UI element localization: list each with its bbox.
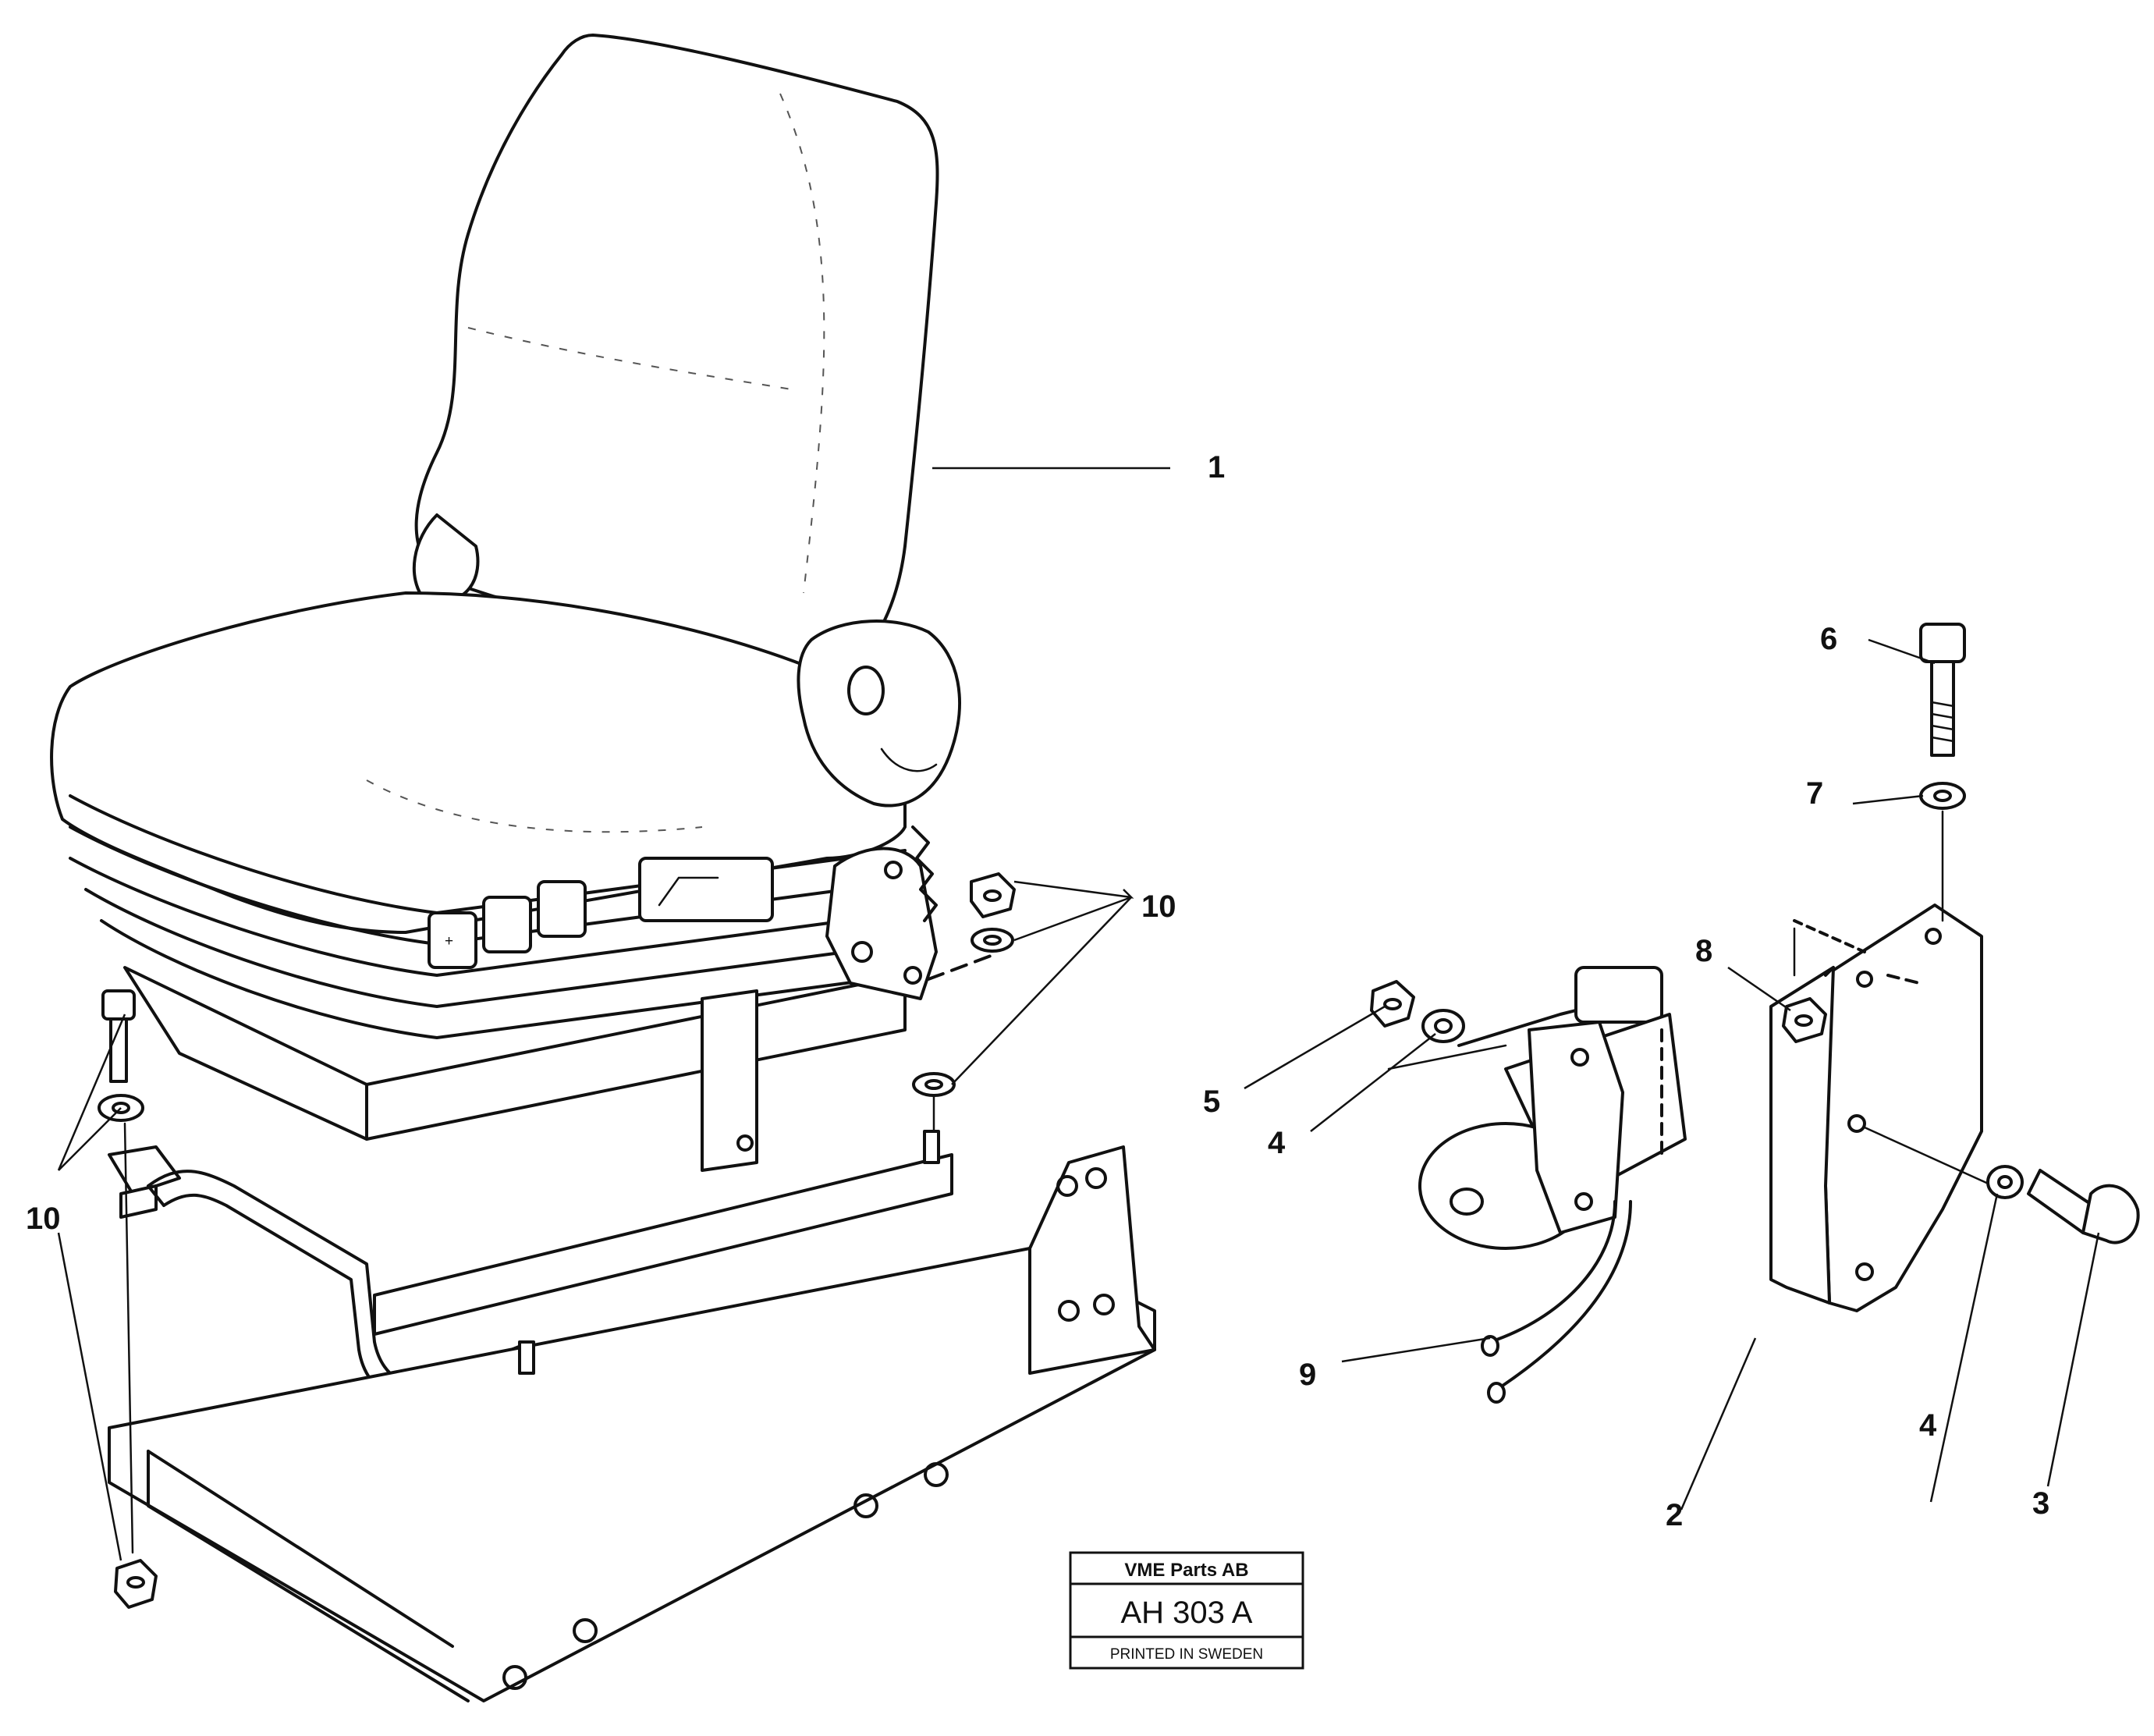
parts-stamp: VME Parts AB AH 303 A PRINTED IN SWEDEN <box>1069 1551 1304 1670</box>
base-frame-illustration <box>108 989 1156 1702</box>
stamp-footer: PRINTED IN SWEDEN <box>1110 1646 1263 1663</box>
callout-5: 5 <box>1203 1085 1220 1119</box>
left-fasteners <box>98 989 158 1609</box>
callout-4-right: 4 <box>1919 1408 1937 1443</box>
seat-illustration: + <box>50 34 992 1219</box>
callout-1: 1 <box>1208 450 1225 485</box>
callout-2: 2 <box>1666 1498 1683 1532</box>
callout-3: 3 <box>2032 1486 2049 1521</box>
callout-9: 9 <box>1299 1358 1316 1392</box>
bracket-fasteners <box>1782 623 2140 1244</box>
callout-10-left: 10 <box>26 1202 61 1236</box>
callout-10-right: 10 <box>1141 889 1176 924</box>
callout-6: 6 <box>1820 622 1837 656</box>
callout-4-left: 4 <box>1268 1126 1286 1160</box>
stamp-code: AH 303 A <box>1120 1596 1252 1630</box>
plus-glyph: + <box>445 933 453 950</box>
callout-labels: 1 2 3 4 4 5 6 7 8 9 10 10 <box>26 450 2049 1532</box>
right-fasteners <box>912 872 1016 1133</box>
stamp-company: VME Parts AB <box>1124 1560 1248 1581</box>
motor-unit-illustration <box>1370 966 1687 1404</box>
callout-7: 7 <box>1806 776 1823 811</box>
callout-8: 8 <box>1695 934 1712 968</box>
leader-lines <box>57 467 2100 1561</box>
mounting-bracket-illustration <box>1769 904 1995 1312</box>
